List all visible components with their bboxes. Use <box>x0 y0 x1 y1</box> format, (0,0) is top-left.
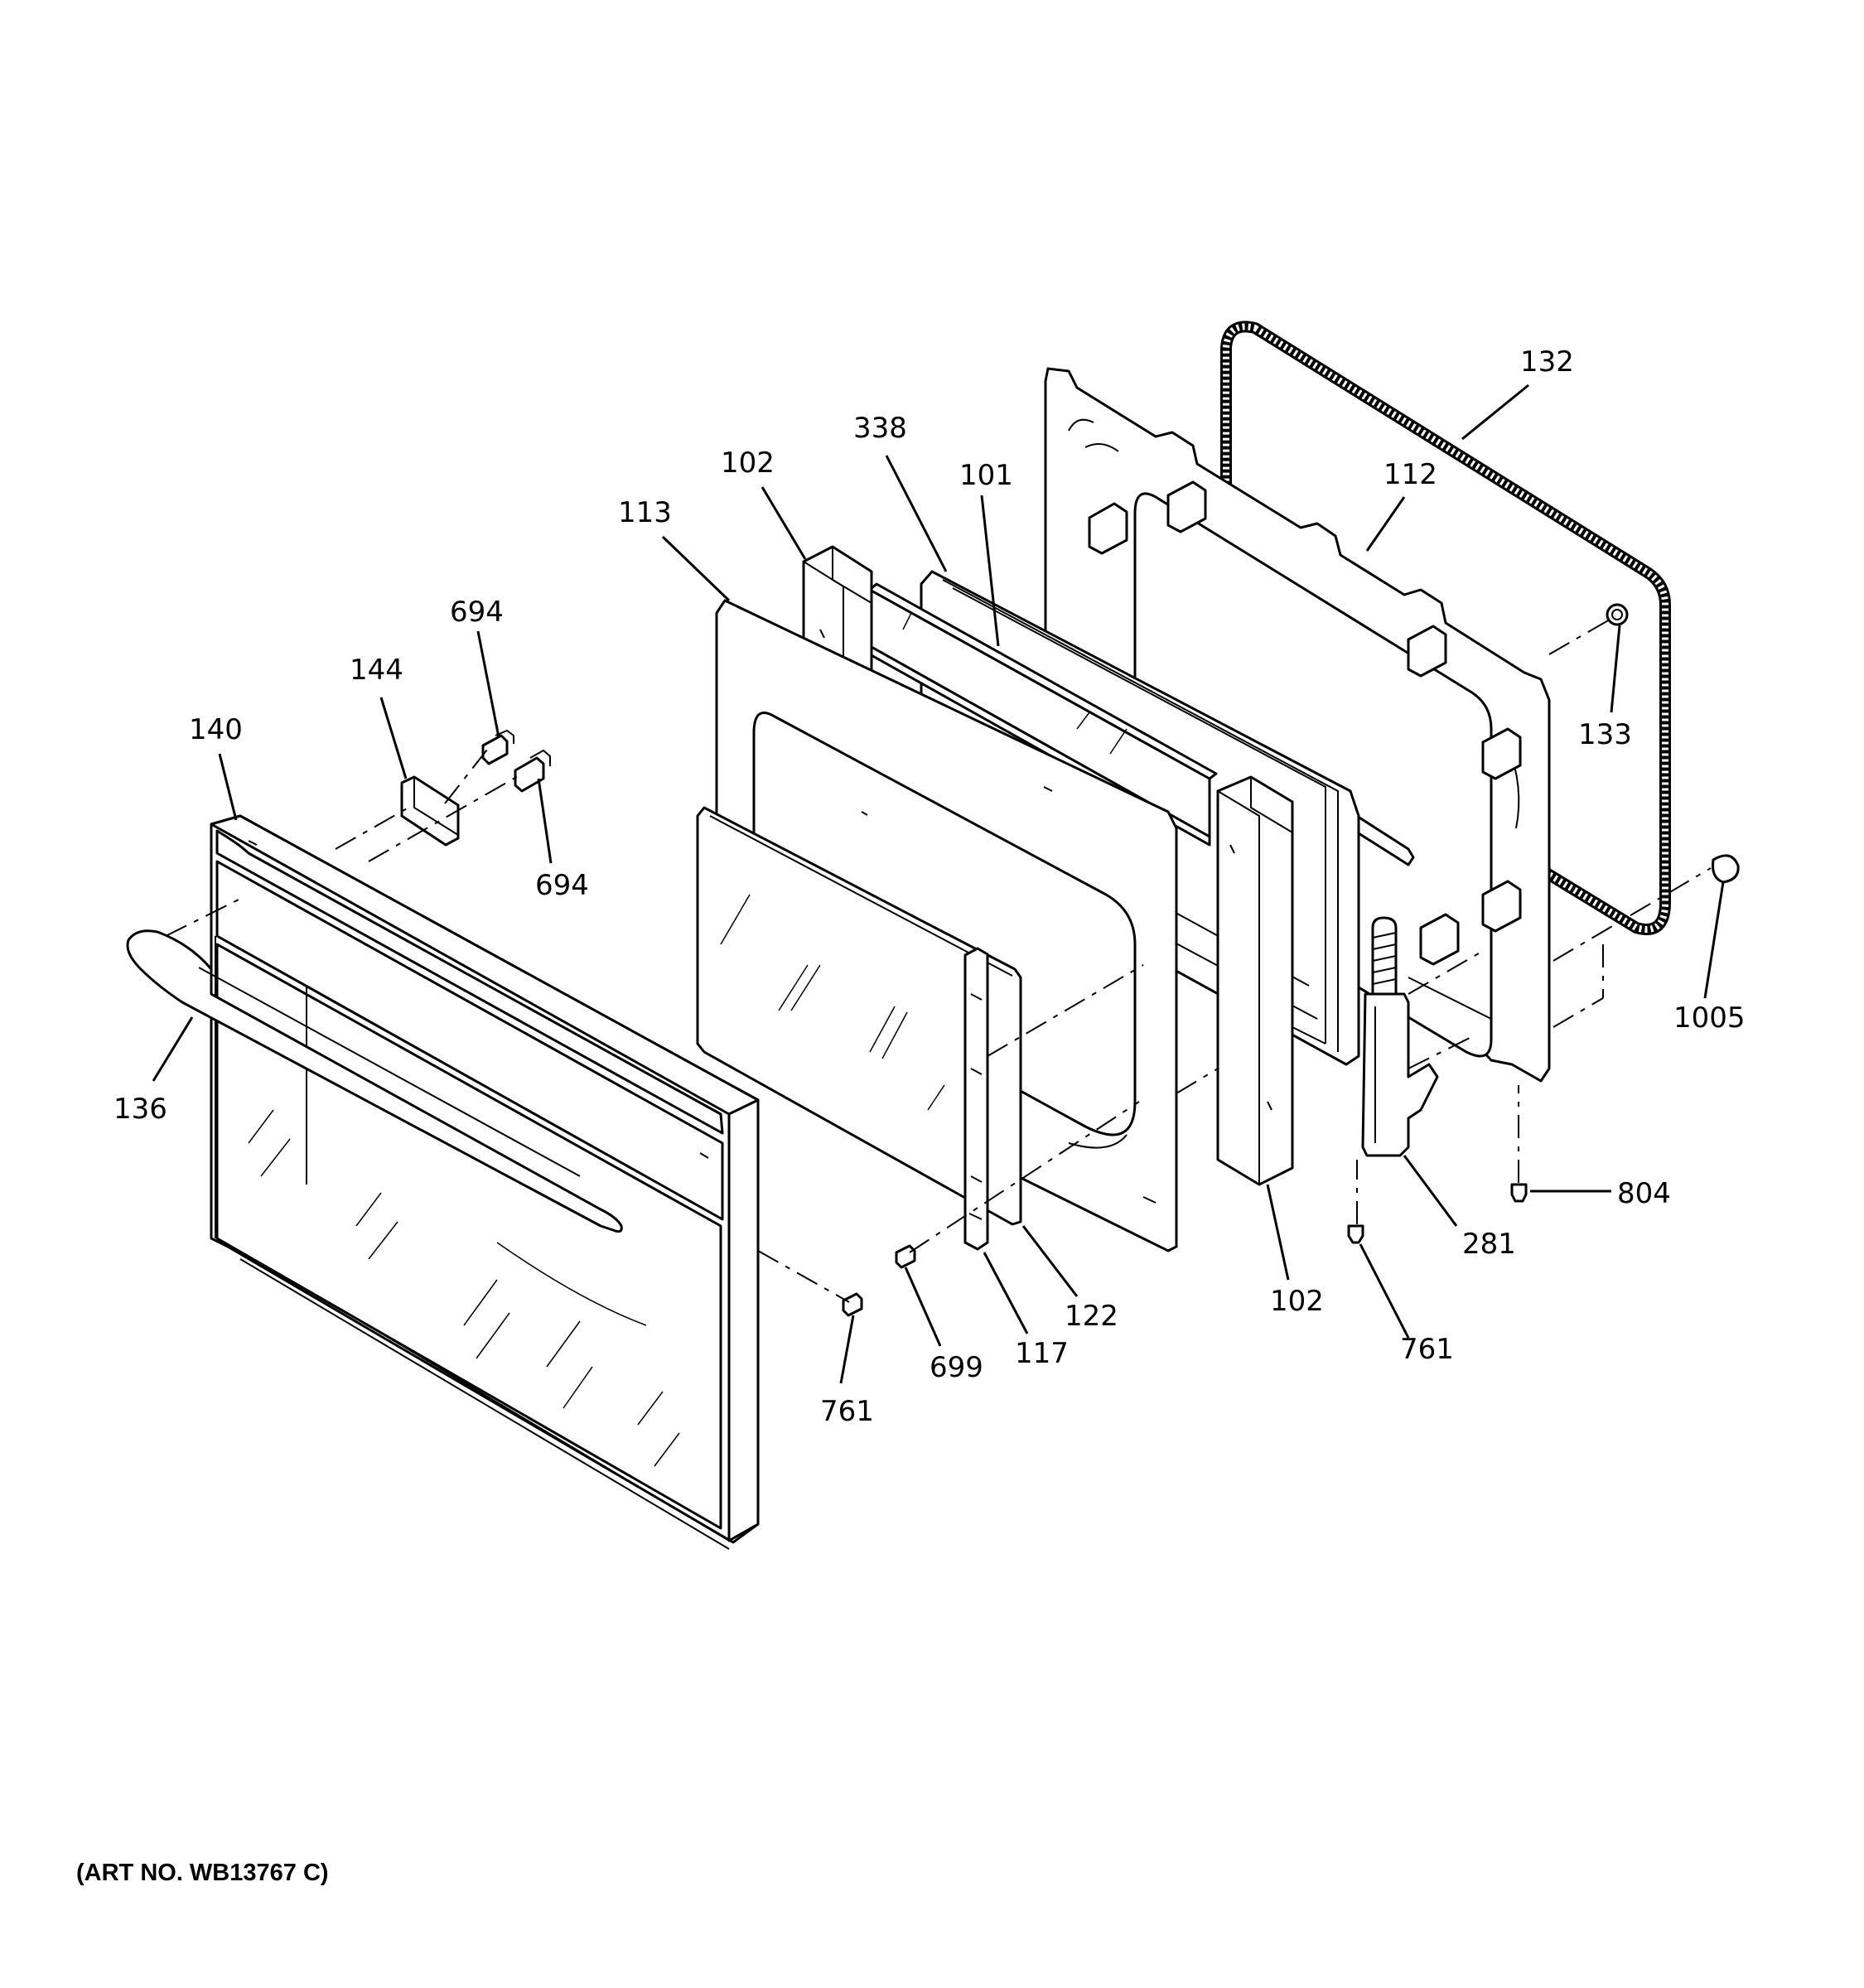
callout-140: 140 <box>189 713 243 746</box>
leader-lines <box>152 384 1725 1384</box>
callout-804: 804 <box>1617 1177 1671 1210</box>
callout-144: 144 <box>350 654 403 687</box>
door-gasket <box>1220 321 1671 935</box>
outer-door-panel <box>210 814 760 1550</box>
door-handle <box>126 929 623 1233</box>
callout-694-top: 694 <box>450 596 504 629</box>
callout-699: 699 <box>930 1351 983 1384</box>
handle-screw-top <box>481 729 514 765</box>
callout-113: 113 <box>618 496 672 529</box>
fastener-1005 <box>1712 854 1740 884</box>
handle-mount-bracket <box>400 775 460 847</box>
handle-screw-bottom <box>514 749 551 793</box>
callout-281: 281 <box>1462 1228 1516 1261</box>
callout-133: 133 <box>1578 718 1632 751</box>
hinge-receiver-bracket <box>963 947 989 1251</box>
callout-117: 117 <box>1015 1337 1069 1370</box>
insulation-block-bottom <box>1216 775 1294 1186</box>
screw-699 <box>895 1244 916 1269</box>
callout-labels: 102 338 101 132 112 113 694 144 140 694 … <box>113 345 1746 1428</box>
callout-102-top: 102 <box>721 446 775 480</box>
inner-window-glass <box>696 806 1022 1226</box>
callout-761-right: 761 <box>1400 1333 1454 1366</box>
inner-door-panel <box>715 599 1178 1252</box>
screw-761-right <box>1347 1224 1364 1244</box>
callout-132: 132 <box>1520 345 1574 379</box>
art-number: (ART NO. WB13767 C) <box>76 1860 329 1886</box>
door-hinge <box>1361 916 1439 1157</box>
callout-1005: 1005 <box>1673 1001 1746 1035</box>
screw-761-left <box>842 1292 863 1317</box>
callout-136: 136 <box>113 1093 167 1126</box>
callout-112: 112 <box>1384 458 1437 491</box>
callout-122: 122 <box>1065 1300 1118 1333</box>
screw-804 <box>1510 1183 1528 1203</box>
alignment-lines <box>165 615 1712 1303</box>
callout-761-left: 761 <box>820 1395 874 1428</box>
callout-101: 101 <box>959 459 1013 492</box>
callout-694-bottom: 694 <box>535 869 589 902</box>
fastener-133 <box>1606 603 1629 626</box>
callout-102-bottom: 102 <box>1270 1285 1324 1318</box>
callout-338: 338 <box>853 412 907 445</box>
